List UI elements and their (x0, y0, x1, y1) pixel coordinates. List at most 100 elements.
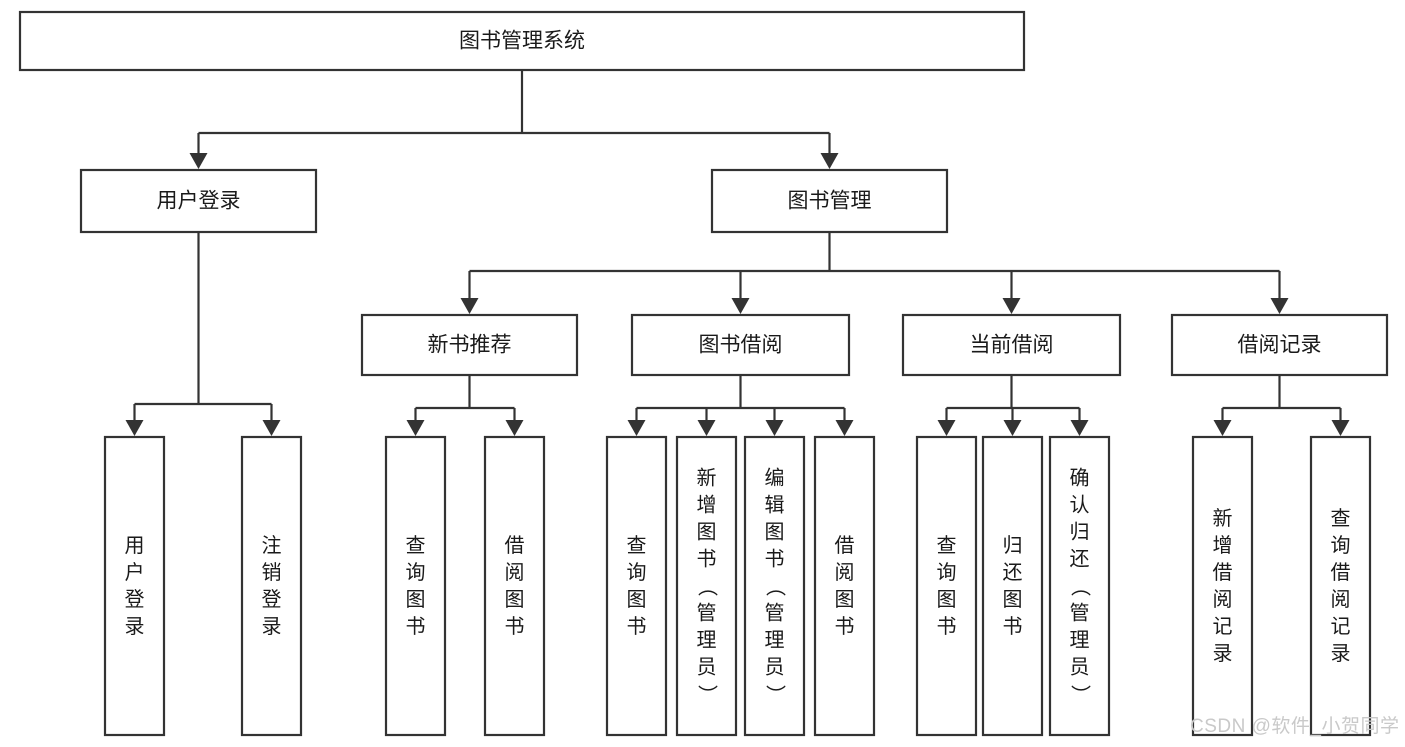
node-box-level3-3[interactable] (1170, 313, 1389, 377)
svg-text:理: 理 (1070, 630, 1090, 652)
svg-text:录: 录 (1331, 643, 1351, 665)
svg-text:登: 登 (125, 588, 145, 611)
svg-text:图: 图 (505, 589, 525, 611)
node-label-level2-0: 用户登录 (157, 190, 241, 213)
svg-text:录: 录 (1213, 643, 1233, 665)
svg-text:认: 认 (1070, 494, 1090, 517)
svg-text:书: 书 (505, 615, 525, 638)
node-label-level3-2: 当前借阅 (970, 334, 1054, 357)
svg-text:询: 询 (406, 561, 426, 584)
svg-text:记: 记 (1331, 615, 1351, 638)
node-box-leaf-6[interactable] (743, 435, 806, 737)
svg-text:理: 理 (697, 630, 717, 652)
svg-text:书: 书 (765, 548, 785, 571)
node-box-leaf-2[interactable] (384, 435, 447, 737)
node-box-leaf-10[interactable] (1048, 435, 1111, 737)
svg-text:借: 借 (1213, 561, 1233, 584)
arrow-head-icon (406, 420, 425, 436)
svg-text:增: 增 (697, 494, 717, 517)
arrow-head-icon (820, 153, 839, 169)
node-layer: 图书管理系统用户登录图书管理新书推荐图书借阅当前借阅借阅记录用户登录注销登录查询… (18, 10, 1389, 737)
svg-text:员: 员 (765, 657, 785, 679)
svg-text:销: 销 (262, 561, 282, 584)
node-box-leaf-11[interactable] (1191, 435, 1254, 737)
arrow-head-icon (1003, 420, 1022, 436)
arrow-head-icon (835, 420, 854, 436)
csdn-watermark: CSDN @软件_小贺同学 (1190, 715, 1399, 737)
svg-text:）: ） (764, 685, 787, 705)
arrow-head-icon (1331, 420, 1350, 436)
node-box-level2-1[interactable] (710, 168, 949, 234)
node-box-leaf-12[interactable] (1309, 435, 1372, 737)
arrow-head-icon (505, 420, 524, 436)
arrow-head-icon (262, 420, 281, 436)
svg-text:询: 询 (1331, 534, 1351, 557)
svg-text:图: 图 (937, 589, 957, 611)
node-box-leaf-1[interactable] (240, 435, 303, 737)
svg-text:记: 记 (1213, 615, 1233, 638)
node-label-level3-0: 新书推荐 (428, 334, 512, 357)
arrow-head-icon (1070, 420, 1089, 436)
svg-text:图: 图 (835, 589, 855, 611)
svg-text:书: 书 (937, 615, 957, 638)
svg-text:图: 图 (1003, 589, 1023, 611)
node-box-root[interactable] (18, 10, 1026, 72)
node-box-leaf-3[interactable] (483, 435, 546, 737)
svg-text:增: 增 (1213, 534, 1233, 557)
node-label-level3-1: 图书借阅 (699, 334, 783, 357)
svg-text:查: 查 (627, 534, 647, 557)
svg-text:查: 查 (1331, 507, 1351, 530)
arrow-head-icon (189, 153, 208, 169)
svg-text:借: 借 (505, 534, 525, 557)
svg-text:书: 书 (627, 615, 647, 638)
svg-text:归: 归 (1003, 534, 1023, 557)
svg-text:管: 管 (765, 602, 785, 625)
svg-text:还: 还 (1070, 548, 1090, 571)
svg-text:图: 图 (627, 589, 647, 611)
node-box-leaf-8[interactable] (915, 435, 978, 737)
node-label-root: 图书管理系统 (459, 30, 585, 53)
svg-text:录: 录 (262, 616, 282, 638)
svg-text:阅: 阅 (1331, 588, 1351, 611)
node-box-level3-2[interactable] (901, 313, 1122, 377)
svg-text:查: 查 (937, 534, 957, 557)
node-box-level2-0[interactable] (79, 168, 318, 234)
svg-text:书: 书 (697, 548, 717, 571)
arrow-head-icon (1213, 420, 1232, 436)
node-box-level3-1[interactable] (630, 313, 851, 377)
svg-text:员: 员 (1070, 657, 1090, 679)
svg-text:注: 注 (262, 534, 282, 557)
svg-text:）: ） (1069, 685, 1092, 705)
arrow-head-icon (627, 420, 646, 436)
svg-text:用: 用 (125, 535, 145, 557)
svg-text:管: 管 (1070, 602, 1090, 625)
arrow-head-icon (937, 420, 956, 436)
node-box-leaf-4[interactable] (605, 435, 668, 737)
node-box-leaf-7[interactable] (813, 435, 876, 737)
svg-text:询: 询 (627, 561, 647, 584)
connector-layer (125, 70, 1350, 436)
svg-text:查: 查 (406, 534, 426, 557)
svg-text:确: 确 (1070, 467, 1090, 490)
svg-text:辑: 辑 (765, 494, 785, 517)
svg-text:编: 编 (765, 467, 785, 490)
node-box-leaf-0[interactable] (103, 435, 166, 737)
node-label-level3-3: 借阅记录 (1238, 334, 1322, 357)
node-box-leaf-9[interactable] (981, 435, 1044, 737)
node-box-leaf-5[interactable] (675, 435, 738, 737)
node-box-level3-0[interactable] (360, 313, 579, 377)
svg-text:新: 新 (697, 467, 717, 490)
arrow-head-icon (765, 420, 784, 436)
svg-text:理: 理 (765, 630, 785, 652)
arrow-head-icon (125, 420, 144, 436)
